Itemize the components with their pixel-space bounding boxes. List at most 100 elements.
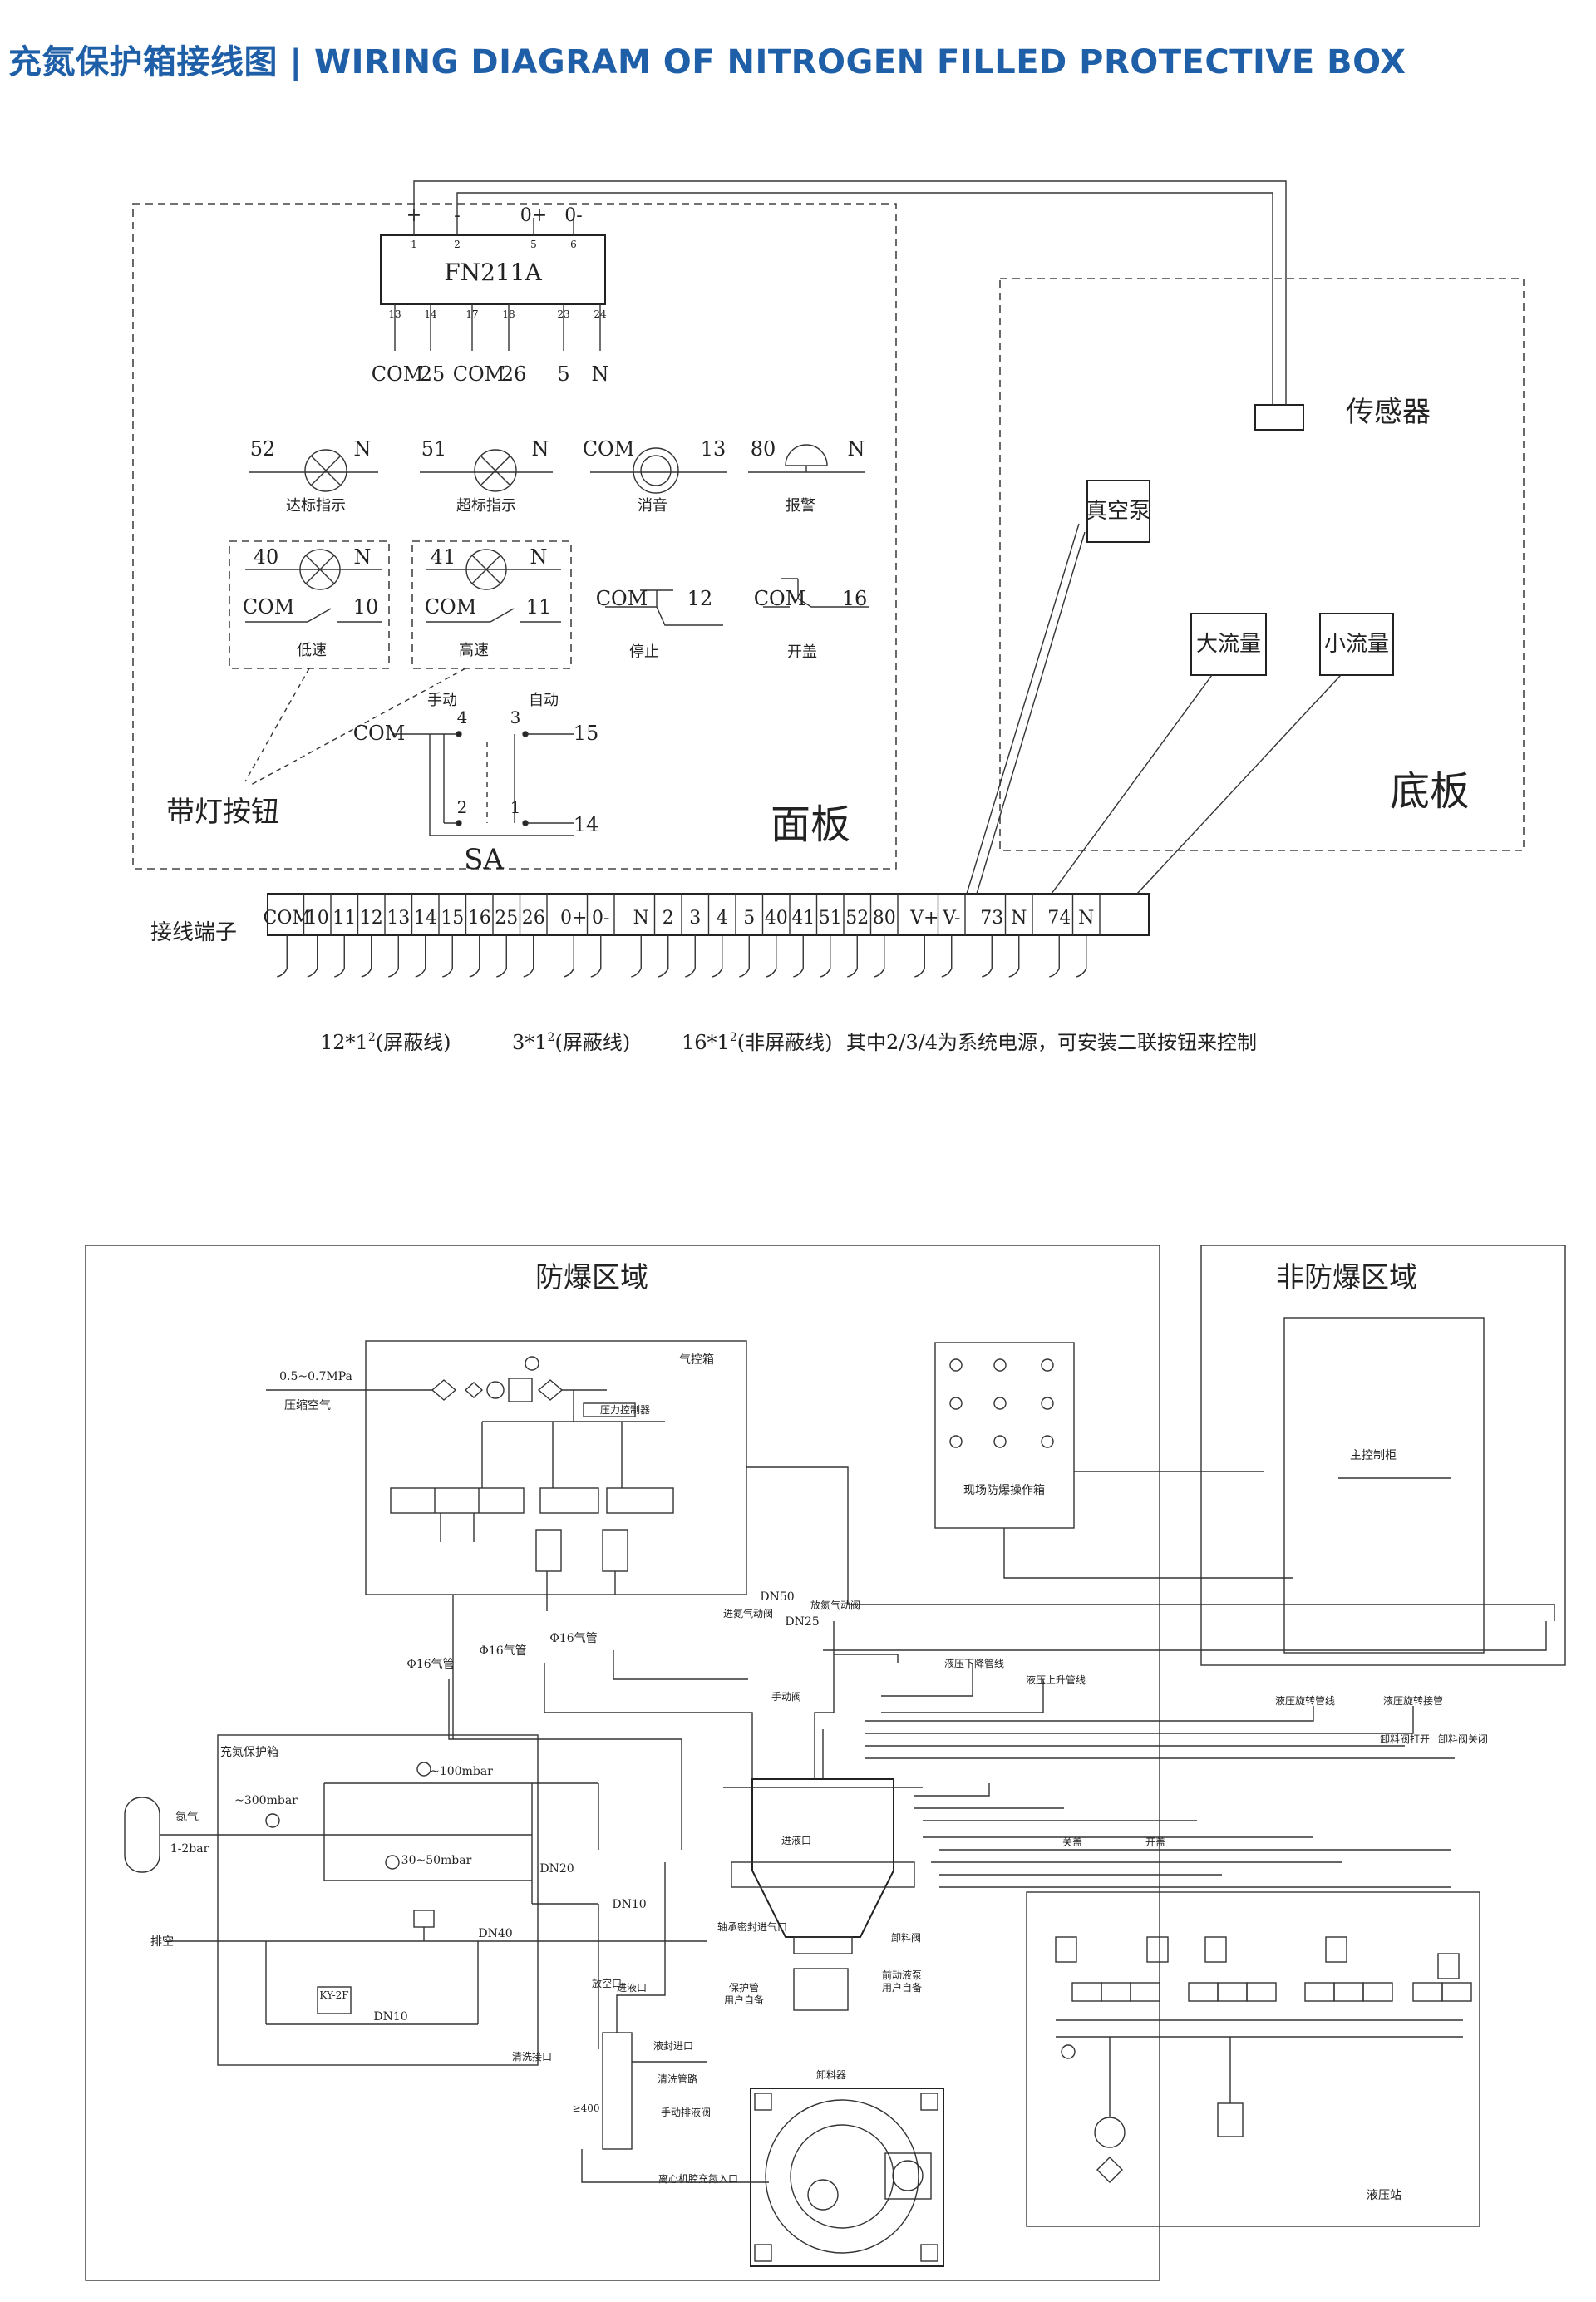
terminal-wire-10 [564, 935, 574, 978]
terminal-wire-26 [1049, 935, 1060, 978]
terminal-wire-17 [766, 935, 777, 978]
lit1-sw-left: COM [243, 595, 295, 619]
motor-close-label: 开盖 [1145, 1836, 1165, 1848]
note-11: 清洗接口 [512, 2050, 552, 2063]
filter-in-label: 进液口 [617, 1981, 647, 1994]
pin-num-1: 1 [411, 239, 417, 250]
lamp-1-left: 52 [250, 437, 276, 461]
hyd-label-3: 液压旋转管线 [1275, 1694, 1335, 1707]
hydraulic-lines: 液压下降管线 液压上升管线 液压旋转管线 液压旋转接管 卸料阀打开 卸料阀关闭 … [864, 1657, 1488, 1888]
dn40-label: DN40 [478, 1927, 512, 1940]
lamp-1-label: 达标指示 [286, 497, 346, 515]
vacuum-pump: 真空泵 [1086, 480, 1150, 543]
pipe-label-3: Φ16气管 [549, 1632, 597, 1645]
ex-zone-box [85, 1245, 1160, 2281]
terminal-24: 73 [980, 908, 1003, 929]
pin-num-6: 6 [570, 239, 577, 250]
lit-buttons: 40 N COM 10 低速 41 N COM 11 高速 [229, 540, 572, 669]
terminal-10: 0+ [560, 908, 587, 929]
lit2-lamp-left: 41 [431, 545, 456, 569]
note-7: 用户自备 [882, 1981, 922, 1994]
lit-button-note: 带灯按钮 [166, 668, 466, 829]
selector-c3: 3 [510, 707, 521, 727]
push-buttons: COM 12 停止 COM 16 开盖 [596, 578, 869, 661]
pipe-label-1: Φ16气管 [406, 1658, 454, 1671]
big-flow-label: 大流量 [1196, 632, 1261, 657]
terminal-13: 2 [663, 908, 674, 929]
p300-label: ~300mbar [234, 1794, 298, 1807]
terminal-wire-6 [442, 935, 453, 978]
pin-num-18: 18 [502, 308, 515, 320]
note-5: 用户自备 [724, 1994, 764, 2006]
terminal-wire-24 [982, 935, 993, 978]
pid-diagram: 防爆区域 非防爆区域 主控制柜 现场防爆操作箱 气控箱 0.5~0.7MPa 压 [85, 1245, 1566, 2281]
nitrogen-box-label: 充氮保护箱 [220, 1746, 278, 1759]
terminal-15: 4 [717, 908, 728, 929]
cable-2: 3*12(屏蔽线) [512, 1031, 630, 1054]
main-cabinet-label: 主控制柜 [1350, 1449, 1396, 1462]
nitrogen-box: 充氮保护箱 氮气 1-2bar ~300mbar ~100mbar 30~50m… [124, 1734, 707, 2066]
note-1: 进液口 [781, 1834, 811, 1846]
exhaust-valve-label: 放氮气动阀 [810, 1599, 860, 1611]
lamp-3-label: 消音 [638, 497, 667, 515]
terminal-22: V+ [909, 908, 938, 929]
terminal-20: 52 [845, 908, 869, 929]
note-12: 离心机腔充氮入口 [658, 2172, 738, 2185]
terminal-wire-19 [820, 935, 831, 978]
discharger-label: 卸料器 [816, 2068, 846, 2081]
out-com-2: COM [453, 362, 505, 386]
lamp-2-label: 超标指示 [456, 497, 516, 515]
terminal-9: 26 [522, 908, 545, 929]
panel-box [132, 203, 897, 870]
terminal-1: 10 [306, 908, 329, 929]
motor-open-label: 关盖 [1062, 1836, 1082, 1848]
lamp-2-left: 51 [421, 437, 447, 461]
hydraulic-station: 液压站 [1026, 1891, 1480, 2227]
pin-num-5: 5 [530, 239, 537, 250]
terminal-wire-11 [590, 935, 602, 978]
hyd-label-6: 卸料阀关闭 [1438, 1733, 1488, 1745]
selector-out-14: 14 [574, 813, 599, 836]
terminal-8: 25 [495, 908, 518, 929]
sensor: 传感器 [413, 180, 1431, 431]
terminal-wire-1 [307, 935, 318, 978]
hydraulic-station-label: 液压站 [1367, 2189, 1401, 2202]
terminal-4: 13 [387, 908, 410, 929]
gas-box-label: 气控箱 [679, 1353, 714, 1367]
terminal-19: 51 [819, 908, 842, 929]
dn20-label: DN20 [539, 1862, 574, 1876]
page-title: 充氮保护箱接线图 | WIRING DIAGRAM OF NITROGEN FI… [8, 43, 1406, 81]
terminal-2: 11 [332, 908, 356, 929]
pressure-switch-label: 压力控制器 [600, 1404, 650, 1416]
out-26: 26 [501, 362, 527, 386]
selector-switch: 手动 自动 COM 4 3 2 1 15 14 SA [353, 692, 599, 876]
terminal-23: V- [942, 908, 960, 929]
hyd-label-4: 液压旋转接管 [1383, 1694, 1443, 1707]
terminal-wire-5 [415, 935, 426, 978]
terminal-5: 14 [414, 908, 437, 929]
selector-name: SA [464, 843, 504, 876]
terminal-14: 3 [689, 908, 701, 929]
terminal-0: COM [264, 908, 311, 929]
lamp-4-right: N [848, 437, 865, 461]
terminal-wire-18 [793, 935, 804, 978]
out-5: 5 [557, 362, 569, 386]
fn211a-controller: FN211A + - 0+ 0- 1 2 5 6 13 14 17 18 [372, 205, 609, 386]
selector-com: COM [353, 722, 406, 745]
hyd-label-5: 卸料阀打开 [1380, 1733, 1430, 1745]
terminal-wire-14 [685, 935, 696, 978]
terminal-17: 40 [765, 908, 788, 929]
open-label: 开盖 [787, 643, 817, 661]
terminal-wire-0 [277, 935, 288, 978]
lamp-3-right: 13 [701, 437, 727, 461]
terminal-wire-21 [874, 935, 885, 978]
controller-model: FN211A [444, 259, 542, 286]
pin-num-17: 17 [466, 308, 478, 320]
small-flow-label: 小流量 [1324, 632, 1389, 657]
nitrogen-pressure-label: 1-2bar [170, 1842, 209, 1856]
kyft-label: KY-2F [319, 1989, 348, 2001]
selector-c4: 4 [457, 707, 468, 727]
pressure-in-label: 0.5~0.7MPa [279, 1370, 352, 1383]
selector-c1: 1 [510, 797, 521, 817]
